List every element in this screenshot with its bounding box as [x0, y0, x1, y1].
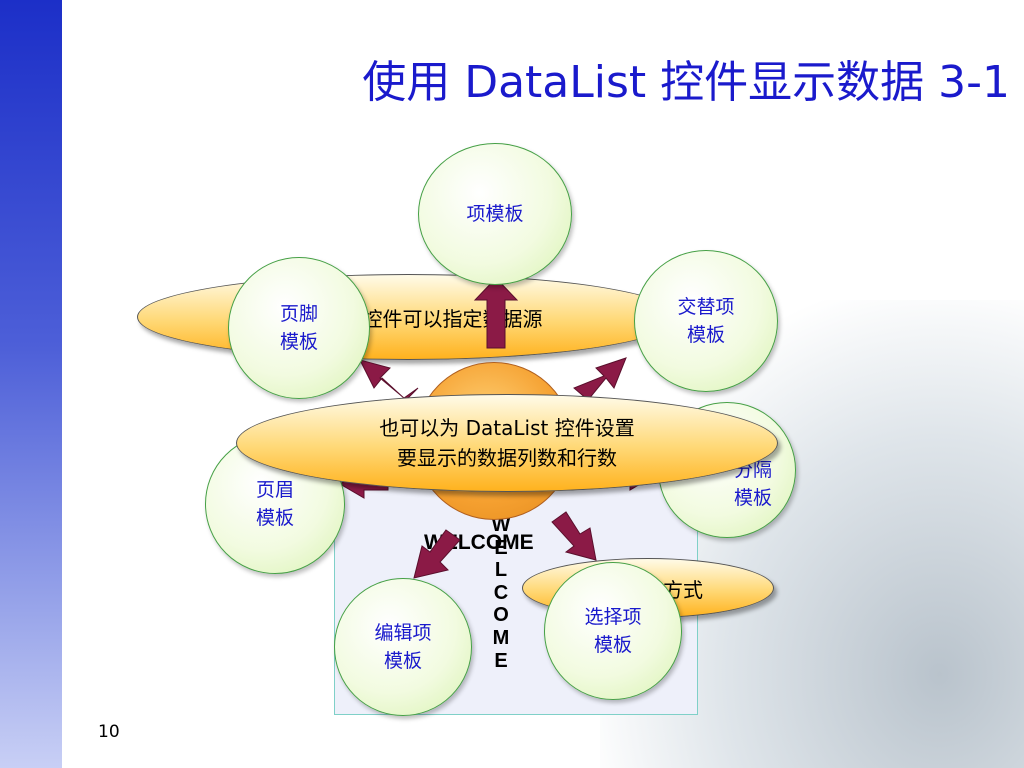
- footer-template-circle: 页脚 模板: [228, 257, 370, 399]
- welcome-letter: M: [492, 626, 510, 649]
- welcome-letter: E: [494, 536, 508, 559]
- item-template-circle: 项模板: [418, 143, 572, 285]
- header-template-label: 页眉 模板: [255, 479, 294, 529]
- edit-template-circle: 编辑项 模板: [334, 578, 472, 716]
- page-number: 10: [98, 722, 120, 742]
- left-accent-bar: [0, 0, 62, 768]
- alternating-template-circle: 交替项 模板: [634, 250, 778, 392]
- welcome-letter: C: [493, 581, 509, 604]
- arrow-lower-right-icon: [551, 511, 597, 561]
- welcome-letter: E: [494, 649, 508, 672]
- item-template-label: 项模板: [466, 203, 524, 225]
- datasource-ellipse: DataList 控件可以指定数据源: [137, 274, 679, 360]
- selected-template-circle: 选择项 模板: [544, 562, 682, 700]
- columns-rows-ellipse: 也可以为 DataList 控件设置 要显示的数据列数和行数: [236, 394, 778, 492]
- selected-template-label: 选择项 模板: [584, 606, 642, 656]
- welcome-vertical-text: W E L C O M E: [489, 514, 513, 672]
- footer-template-label: 页脚 模板: [279, 303, 318, 353]
- arrow-up-icon: [473, 277, 519, 349]
- arrow-upper-right-icon: [573, 357, 627, 401]
- welcome-letter: O: [493, 604, 509, 627]
- columns-rows-text: 也可以为 DataList 控件设置 要显示的数据列数和行数: [379, 416, 635, 470]
- edit-template-label: 编辑项 模板: [374, 622, 432, 672]
- slide-title: 使用 DataList 控件显示数据 3-1: [362, 57, 1010, 108]
- welcome-letter: L: [494, 559, 508, 582]
- alternating-template-label: 交替项 模板: [677, 296, 735, 346]
- arrow-lower-left-icon: [413, 529, 461, 579]
- arrow-upper-left-icon: [359, 359, 419, 401]
